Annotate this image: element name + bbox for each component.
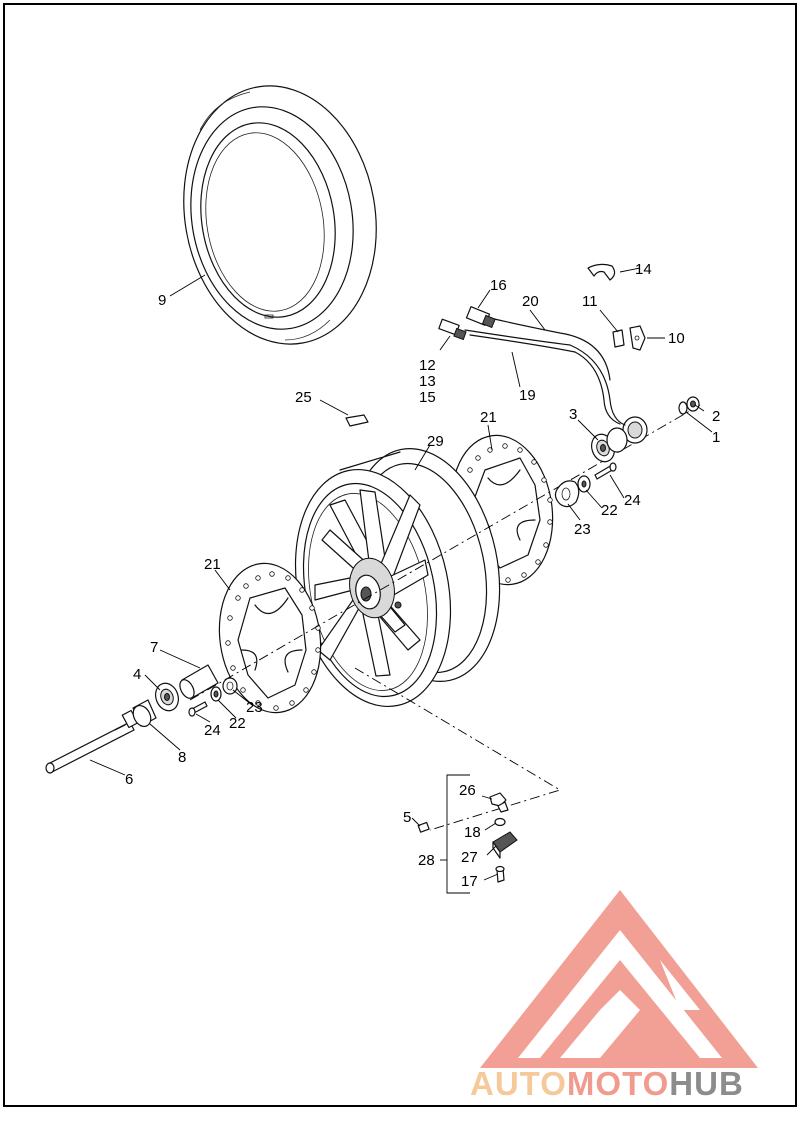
tire xyxy=(183,85,377,345)
callout-17: 17 xyxy=(461,873,478,890)
callout-9: 9 xyxy=(158,292,166,309)
callout-4: 4 xyxy=(133,666,141,683)
nut-1 xyxy=(686,396,700,412)
wheel-speed-sensor-harness xyxy=(438,306,626,426)
callout-19: 19 xyxy=(519,387,536,404)
callout-2: 2 xyxy=(712,408,720,425)
wheel xyxy=(294,448,501,708)
callout-18: 18 xyxy=(464,824,481,841)
callout-11: 11 xyxy=(582,293,598,310)
valve-stem-26 xyxy=(489,792,509,813)
axle-6 xyxy=(45,709,139,774)
bolt-right-24 xyxy=(594,462,617,480)
watermark-moto: MOTO xyxy=(567,1065,669,1102)
bearing-left-4 xyxy=(155,682,179,712)
bracket-10 xyxy=(629,325,646,351)
page-frame xyxy=(3,3,797,1107)
washer-left-22 xyxy=(210,686,222,702)
callout-21-left: 21 xyxy=(204,556,221,573)
grommet-18 xyxy=(494,817,506,827)
callout-20: 20 xyxy=(522,293,539,310)
callout-8: 8 xyxy=(178,749,186,766)
callout-28: 28 xyxy=(418,852,435,869)
washer-2 xyxy=(678,401,688,415)
watermark-hub: HUB xyxy=(669,1065,744,1102)
sleeve-7 xyxy=(179,664,219,699)
bolt-left-24 xyxy=(188,701,208,717)
valve-kit xyxy=(417,774,518,894)
spacer-8 xyxy=(132,699,157,728)
screw-17 xyxy=(495,865,505,883)
callout-29: 29 xyxy=(427,433,444,450)
balance-weight-25 xyxy=(345,414,369,427)
callout-14: 14 xyxy=(635,261,652,278)
callout-3: 3 xyxy=(569,406,577,423)
callout-26: 26 xyxy=(459,782,476,799)
callout-5: 5 xyxy=(403,809,411,826)
watermark-logo xyxy=(480,890,758,1068)
callout-10: 10 xyxy=(668,330,685,347)
callout-13: 13 xyxy=(419,373,436,390)
callout-22-right: 22 xyxy=(601,502,618,519)
callout-24-right: 24 xyxy=(624,492,641,509)
axle-centerline xyxy=(189,404,701,701)
valve-cap-5 xyxy=(417,821,430,833)
callout-15: 15 xyxy=(419,389,436,406)
callout-24-left: 24 xyxy=(204,722,221,739)
callout-6: 6 xyxy=(125,771,133,788)
valve-centerline xyxy=(354,667,562,831)
callout-22-left: 22 xyxy=(229,715,246,732)
brake-disc-left xyxy=(218,562,322,714)
callout-7: 7 xyxy=(150,639,158,656)
callout-21-right: 21 xyxy=(480,409,497,426)
callout-16: 16 xyxy=(490,277,507,294)
callout-23-right: 23 xyxy=(574,521,591,538)
spacer-right-23 xyxy=(554,480,580,508)
callout-1: 1 xyxy=(712,429,720,446)
washer-right-22 xyxy=(577,475,591,493)
callout-27: 27 xyxy=(461,849,478,866)
callout-labels: 1 2 3 4 5 6 7 8 9 10 11 12 13 14 15 16 1… xyxy=(125,261,720,890)
leader-lines xyxy=(89,267,713,881)
sensor-spacer xyxy=(606,416,648,453)
watermark-auto: AUTO xyxy=(470,1065,567,1102)
clip-11 xyxy=(612,329,625,348)
clip-14 xyxy=(587,263,616,281)
callout-12: 12 xyxy=(419,357,436,374)
watermark-text: AUTOMOTOHUB xyxy=(470,1065,744,1102)
callout-23-left: 23 xyxy=(246,699,263,716)
tpms-sensor-27 xyxy=(492,831,518,859)
callout-25: 25 xyxy=(295,389,312,406)
